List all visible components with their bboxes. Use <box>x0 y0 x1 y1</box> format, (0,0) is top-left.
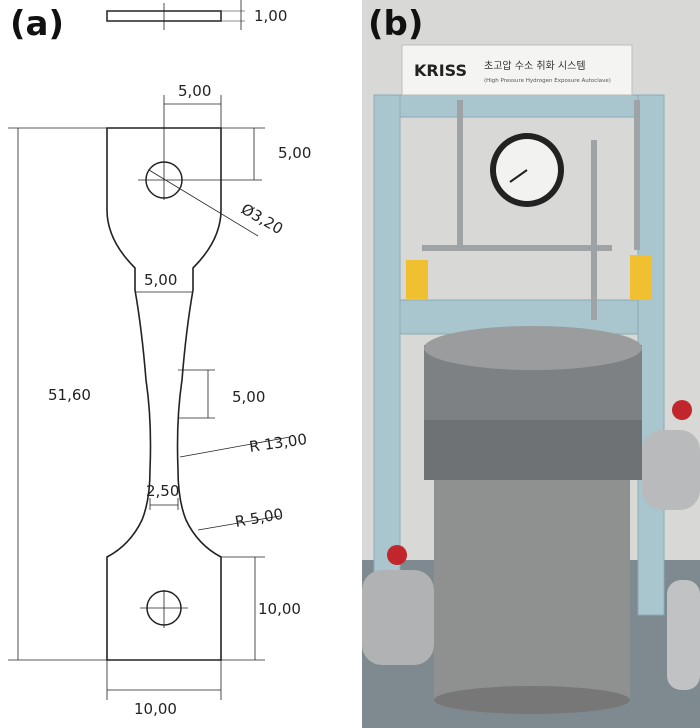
sign-logo: KRISS <box>414 61 467 80</box>
dim-radius-small: R 5,00 <box>234 505 285 531</box>
sign-title: 초고압 수소 취화 시스템 <box>484 59 586 72</box>
dim-total-width: 10,00 <box>134 700 177 718</box>
specimen-drawing: 1,00 <box>8 0 311 718</box>
dim-shoulder-width: 5,00 <box>144 271 177 289</box>
dimension-lines <box>8 95 291 700</box>
dim-gauge-length: 5,00 <box>232 388 265 406</box>
kriss-sign <box>401 44 633 96</box>
autoclave-cylinder <box>424 326 642 714</box>
dim-radius-large: R 13,00 <box>248 430 308 456</box>
red-valve <box>387 545 407 565</box>
dim-total-length: 51,60 <box>48 386 91 404</box>
red-valve <box>672 400 692 420</box>
panel-a-label: (a) <box>10 4 65 44</box>
dim-hole-diameter: Ø3,20 <box>238 200 286 238</box>
dim-tab-length: 10,00 <box>258 600 301 618</box>
dim-hole-offset-x: 5,00 <box>178 82 211 100</box>
dim-thickness: 1,00 <box>254 7 287 25</box>
autoclave-photo: KRISS 초고압 수소 취화 시스템 (High Pressure Hydro… <box>362 0 700 728</box>
side-view <box>106 0 245 30</box>
sign-subtitle: (High Pressure Hydrogen Exposure Autocla… <box>484 78 611 84</box>
dim-hole-offset-y: 5,00 <box>278 144 311 162</box>
dim-gauge-width: 2,50 <box>146 482 179 500</box>
panel-b-label: (b) <box>368 4 424 44</box>
specimen-outline <box>106 127 222 661</box>
blue-frame <box>373 94 665 616</box>
